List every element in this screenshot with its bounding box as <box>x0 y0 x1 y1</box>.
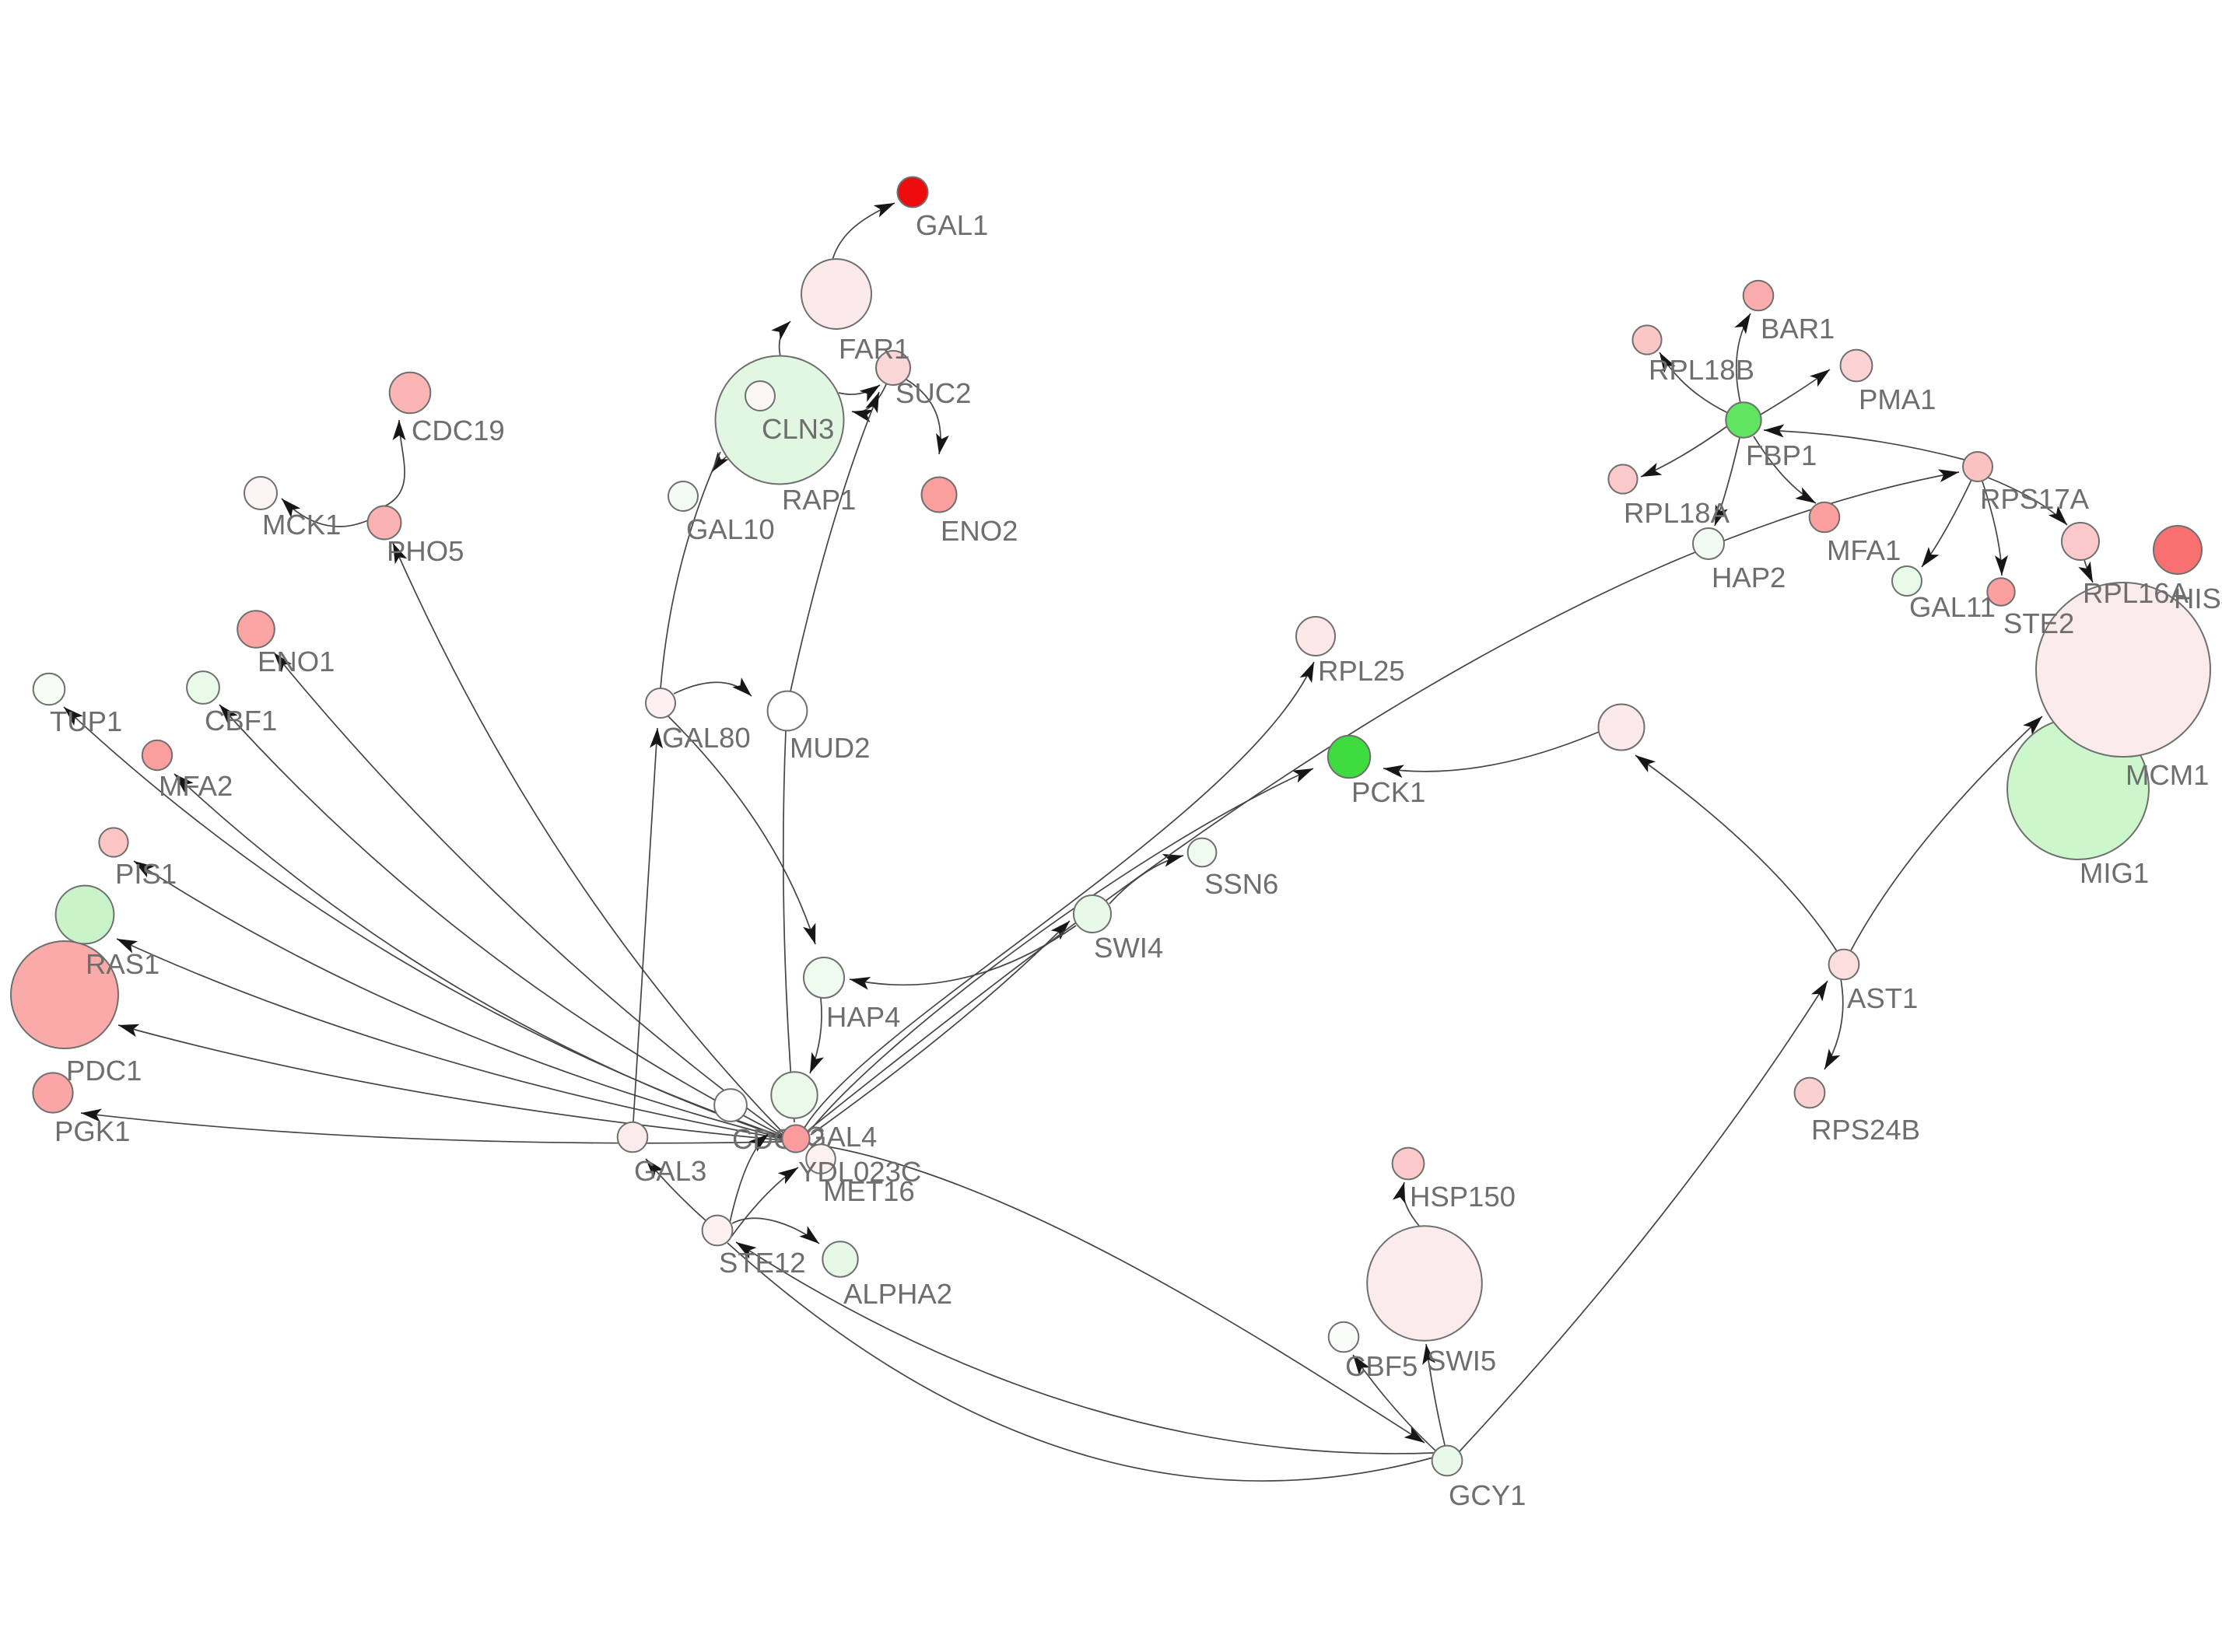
svg-text:GAL3: GAL3 <box>634 1155 706 1187</box>
svg-text:SSN6: SSN6 <box>1204 868 1278 900</box>
svg-text:PHO5: PHO5 <box>387 535 464 567</box>
svg-text:CBF1: CBF1 <box>205 705 277 737</box>
svg-text:HSP150: HSP150 <box>1410 1181 1516 1213</box>
svg-text:MFA1: MFA1 <box>1827 534 1901 566</box>
svg-text:RPS24B: RPS24B <box>1811 1114 1920 1146</box>
svg-text:HAP4: HAP4 <box>826 1001 900 1033</box>
svg-text:RPL16A: RPL16A <box>2083 577 2189 609</box>
svg-text:RAS1: RAS1 <box>86 948 159 980</box>
svg-text:RPL25: RPL25 <box>1318 655 1405 687</box>
svg-text:MCM1: MCM1 <box>2126 759 2209 791</box>
svg-text:GCY1: GCY1 <box>1449 1479 1526 1511</box>
svg-text:YDL023C: YDL023C <box>798 1156 921 1188</box>
svg-text:PCK1: PCK1 <box>1351 776 1425 808</box>
svg-text:PIS1: PIS1 <box>115 858 177 890</box>
svg-text:BAR1: BAR1 <box>1761 313 1835 345</box>
svg-text:AST1: AST1 <box>1847 982 1918 1014</box>
svg-text:PDC1: PDC1 <box>66 1055 142 1087</box>
svg-text:GAL11: GAL11 <box>1909 591 1996 623</box>
svg-text:RPS17A: RPS17A <box>1980 483 2090 515</box>
svg-text:ENO2: ENO2 <box>941 515 1018 547</box>
svg-text:GAL10: GAL10 <box>686 513 775 545</box>
svg-text:FAR1: FAR1 <box>839 333 909 365</box>
svg-text:RAP1: RAP1 <box>782 484 856 516</box>
svg-text:RPL18B: RPL18B <box>1649 354 1754 386</box>
svg-text:GAL80: GAL80 <box>662 722 751 754</box>
svg-text:HIS4: HIS4 <box>2174 583 2222 614</box>
svg-text:RPL18A: RPL18A <box>1624 497 1730 529</box>
svg-text:SWI5: SWI5 <box>1427 1345 1496 1377</box>
svg-text:SWI4: SWI4 <box>1094 932 1163 964</box>
svg-text:CDC19: CDC19 <box>412 415 505 446</box>
svg-text:MUD2: MUD2 <box>790 732 870 764</box>
svg-text:STE2: STE2 <box>2003 607 2074 639</box>
svg-text:HAP2: HAP2 <box>1712 562 1786 593</box>
svg-text:SUC2: SUC2 <box>895 377 971 409</box>
svg-text:PMA1: PMA1 <box>1859 383 1936 415</box>
svg-text:PGK1: PGK1 <box>54 1115 130 1147</box>
svg-text:TUP1: TUP1 <box>50 705 122 737</box>
svg-text:GAL1: GAL1 <box>916 209 988 241</box>
svg-text:FBP1: FBP1 <box>1746 439 1817 471</box>
svg-text:ALPHA2: ALPHA2 <box>843 1278 952 1310</box>
svg-text:MET16: MET16 <box>823 1175 915 1207</box>
svg-text:MFA2: MFA2 <box>159 770 233 802</box>
svg-text:CLN3: CLN3 <box>762 413 834 445</box>
svg-text:MIG1: MIG1 <box>2080 857 2149 889</box>
svg-text:ENO1: ENO1 <box>258 646 335 677</box>
svg-text:STE12: STE12 <box>719 1247 806 1279</box>
svg-text:CBF5: CBF5 <box>1345 1350 1418 1382</box>
svg-text:MCK1: MCK1 <box>262 509 341 541</box>
